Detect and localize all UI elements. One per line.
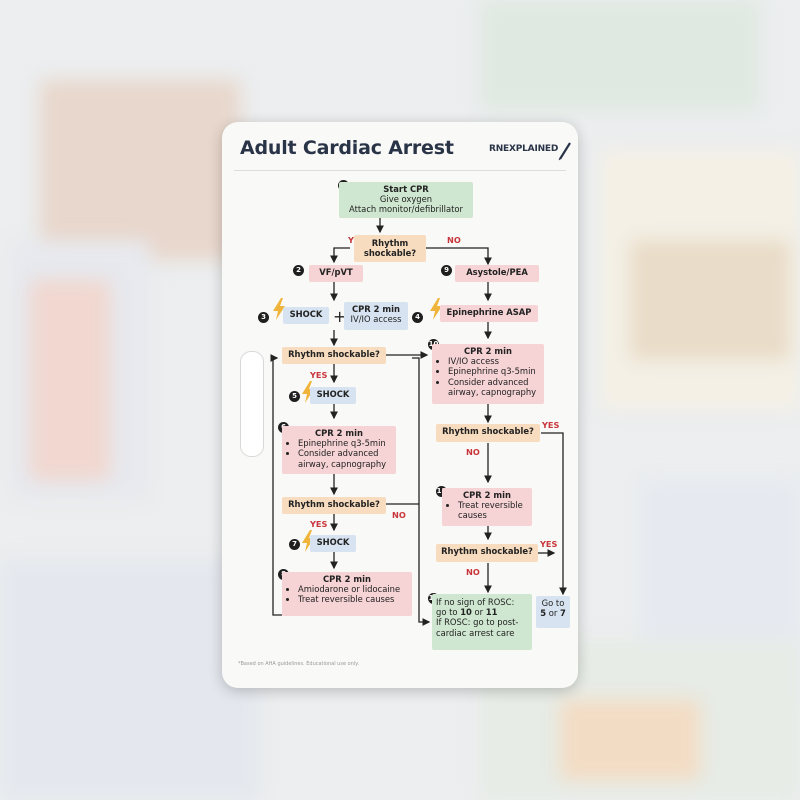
lightning-bolt-icon <box>430 298 442 320</box>
attach-monitor-text: Attach monitor/defibrillator <box>349 204 463 215</box>
goto-or: or <box>471 607 486 618</box>
consider-airway-bullet-6: Consider advanced airway, capnography <box>298 448 392 468</box>
step-number-4: 4 <box>412 312 423 323</box>
rhythm-shockable-left-2: Rhythm shockable? <box>282 497 386 514</box>
rosc-post-care-text: If ROSC: go to post-cardiac arrest care <box>436 617 519 638</box>
epi-q35-bullet-6: Epinephrine q3-5min <box>298 438 392 448</box>
goto-label: Go to <box>541 598 565 608</box>
card-title: Adult Cardiac Arrest <box>240 137 454 159</box>
no-rosc-text: If no sign of ROSC: <box>436 597 515 607</box>
step-number-9: 9 <box>441 265 452 276</box>
cpr-2min-box-8: CPR 2 min Amiodarone or lidocaine Treat … <box>282 572 412 616</box>
ivio-bullet-10: IV/IO access <box>448 356 540 366</box>
treat-reversible-bullet-8: Treat reversible causes <box>298 594 408 604</box>
rhythm-shockable-left-1: Rhythm shockable? <box>282 347 386 364</box>
goto-5-7-box: Go to 5 or 7 <box>536 596 570 628</box>
goto-10: 10 <box>460 607 472 618</box>
rhythm-shockable-right-2-text: Rhythm shockable? <box>441 546 533 556</box>
shock-text-5: SHOCK <box>316 389 350 399</box>
no-label-left-2: NO <box>392 510 406 520</box>
rhythm-shockable-left-1-text: Rhythm shockable? <box>288 349 380 359</box>
epinephrine-asap-box: Epinephrine ASAP <box>440 305 538 322</box>
consider-airway-bullet-10: Consider advanced airway, capnography <box>448 377 540 397</box>
flow-arrows <box>270 218 567 626</box>
no-label-top: NO <box>447 235 461 245</box>
asystole-pea-text: Asystole/PEA <box>466 267 528 277</box>
step-number-2: 2 <box>293 265 304 276</box>
brand-logo: RNEXPLAINED <box>489 144 559 154</box>
title-divider <box>234 170 566 171</box>
ivio-text: IV/IO access <box>350 314 402 325</box>
goto-11: 11 <box>485 607 498 618</box>
amiodarone-bullet-8: Amiodarone or lidocaine <box>298 584 408 594</box>
give-oxygen-text: Give oxygen <box>379 194 433 205</box>
cpr-2min-box-10: CPR 2 min IV/IO access Epinephrine q3-5m… <box>432 344 544 404</box>
step-number-7: 7 <box>289 539 300 550</box>
step-number-5: 5 <box>289 391 300 402</box>
shock-box-3: SHOCK <box>283 307 329 324</box>
rhythm-shockable-right-1-text: Rhythm shockable? <box>442 426 534 436</box>
step-number-11: 11 <box>436 486 447 497</box>
rhythm-shockable-right-1: Rhythm shockable? <box>436 424 540 442</box>
treat-reversible-bullet-11: Treat reversible causes <box>458 500 528 520</box>
footnote: *Based on AHA guidelines. Educational us… <box>238 661 360 667</box>
rhythm-shockable-top: Rhythm shockable? <box>354 235 426 262</box>
yes-label-left-1: YES <box>310 370 328 380</box>
goto-7: 7 <box>559 608 566 619</box>
start-cpr-box: Start CPR Give oxygen Attach monitor/def… <box>339 182 473 218</box>
yes-label-right-1: YES <box>542 420 560 430</box>
epi-q35-bullet-10: Epinephrine q3-5min <box>448 366 540 376</box>
no-label-right-2: NO <box>466 567 480 577</box>
rosc-box-12: If no sign of ROSC: go to 10 or 11 If RO… <box>432 594 532 650</box>
goto-5: 5 <box>540 608 547 619</box>
shock-text-3: SHOCK <box>289 309 323 319</box>
plus-sign: + <box>333 307 347 326</box>
step-number-3: 3 <box>258 312 269 323</box>
asystole-pea-box: Asystole/PEA <box>455 265 539 282</box>
vf-pvt-text: VF/pVT <box>319 267 353 277</box>
cardiac-arrest-card: Adult Cardiac Arrest RNEXPLAINED <box>222 122 578 688</box>
cpr-2min-title-3: CPR 2 min <box>352 304 400 314</box>
lanyard-slot <box>240 351 264 457</box>
shock-box-5: SHOCK <box>310 387 356 404</box>
rhythm-shockable-left-2-text: Rhythm shockable? <box>288 499 380 509</box>
shock-box-7: SHOCK <box>310 535 356 552</box>
cpr-2min-title-6: CPR 2 min <box>315 428 363 438</box>
goto-10-11-text: go to 10 or 11 <box>436 607 528 617</box>
cpr-2min-box-6: CPR 2 min Epinephrine q3-5min Consider a… <box>282 426 396 474</box>
cpr-2min-title-11: CPR 2 min <box>463 490 511 500</box>
rhythm-shockable-right-2: Rhythm shockable? <box>436 544 538 562</box>
epinephrine-asap-text: Epinephrine ASAP <box>446 307 532 317</box>
goto-5-7-text: 5 or 7 <box>540 608 566 618</box>
pen-icon <box>558 142 571 161</box>
cpr-2min-box-3: CPR 2 min IV/IO access <box>344 302 408 330</box>
rhythm-shockable-top-text: Rhythm shockable? <box>363 238 417 259</box>
start-cpr-title: Start CPR <box>383 184 429 194</box>
lightning-bolt-icon <box>302 530 314 552</box>
cpr-2min-title-10: CPR 2 min <box>464 346 512 356</box>
yes-label-right-2: YES <box>540 539 558 549</box>
goto-prefix: go to <box>436 607 461 618</box>
cpr-2min-box-11: CPR 2 min Treat reversible causes <box>442 488 532 526</box>
vf-pvt-box: VF/pVT <box>309 265 363 282</box>
no-label-right-1: NO <box>466 447 480 457</box>
lightning-bolt-icon <box>273 298 285 320</box>
yes-label-left-2: YES <box>310 519 328 529</box>
shock-text-7: SHOCK <box>316 537 350 547</box>
lightning-bolt-icon <box>302 381 314 403</box>
goto-or-2: or <box>546 608 560 619</box>
cpr-2min-title-8: CPR 2 min <box>323 574 371 584</box>
